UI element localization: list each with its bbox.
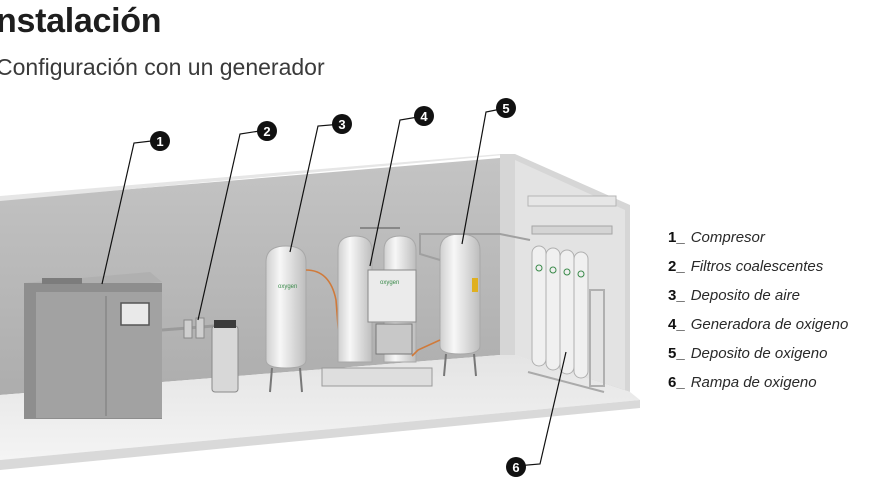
page-subtitle: Configuración con un generador	[0, 54, 325, 80]
marker-3: 3	[332, 114, 352, 134]
generator-logo: oxygen	[380, 280, 399, 286]
oxygen-manifold	[527, 195, 617, 393]
legend-number: 4_	[668, 316, 685, 333]
marker-5: 5	[496, 98, 516, 118]
legend-number: 2_	[668, 258, 685, 275]
coalescent-filters	[161, 317, 239, 393]
legend: 1_ Compresor 2_ Filtros coalescentes 3_ Dep…	[668, 226, 848, 400]
legend-item-manifold: 6_ Rampa de oxigeno	[668, 371, 848, 400]
legend-number: 1_	[668, 229, 685, 246]
compressor	[24, 272, 162, 419]
room	[0, 154, 640, 470]
legend-item-air-tank: 3_ Deposito de aire	[668, 284, 848, 313]
legend-number: 5_	[668, 345, 685, 362]
legend-label: Generadora de oxigeno	[690, 316, 849, 333]
marker-4-label: 4	[420, 109, 428, 124]
gas-cylinders	[531, 245, 589, 379]
back-wall-top-edge	[0, 154, 515, 201]
marker-5-label: 5	[502, 101, 509, 116]
marker-1-label: 1	[156, 134, 163, 149]
legend-item-filters: 2_ Filtros coalescentes	[668, 255, 848, 284]
legend-item-generator: 4_ Generadora de oxigeno	[668, 313, 848, 342]
marker-2-label: 2	[263, 124, 270, 139]
legend-number: 6_	[668, 374, 685, 391]
number-markers: 1 2 3 4 5 6	[150, 98, 526, 477]
marker-6-label: 6	[512, 460, 519, 475]
marker-6: 6	[506, 457, 526, 477]
floor-front-edge	[0, 400, 640, 470]
legend-label: Deposito de oxigeno	[690, 345, 828, 362]
legend-item-oxygen-tank: 5_ Deposito de oxigeno	[668, 342, 848, 371]
legend-item-compressor: 1_ Compresor	[668, 226, 848, 255]
marker-1: 1	[150, 131, 170, 151]
marker-4: 4	[414, 106, 434, 126]
legend-label: Rampa de oxigeno	[690, 374, 817, 391]
oxygen-tank	[411, 233, 531, 377]
legend-label: Deposito de aire	[690, 287, 800, 304]
floor	[0, 355, 640, 460]
air-tank: oxygen	[265, 245, 341, 393]
page-title: nstalación	[0, 2, 162, 40]
legend-number: 3_	[668, 287, 685, 304]
marker-3-label: 3	[338, 117, 345, 132]
oxygen-generator: oxygen	[321, 227, 433, 387]
legend-label: Compresor	[690, 229, 765, 246]
marker-2: 2	[257, 121, 277, 141]
tank-logo: oxygen	[278, 284, 297, 290]
legend-label: Filtros coalescentes	[690, 258, 824, 275]
